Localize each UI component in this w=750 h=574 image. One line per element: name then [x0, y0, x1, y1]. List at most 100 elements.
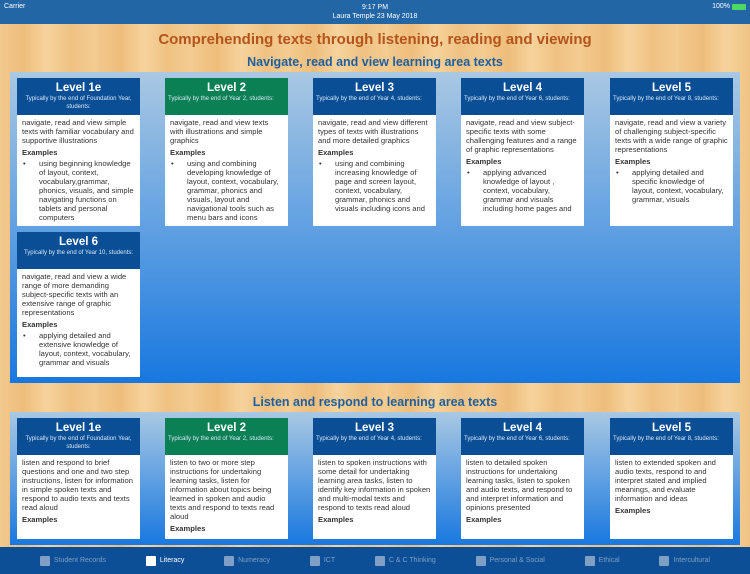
level-header: Level 2 Typically by the end of Year 2, …: [165, 78, 288, 115]
level-body: navigate, read and view different types …: [313, 115, 436, 217]
gears-icon: [374, 555, 385, 566]
examples-label: Examples: [22, 320, 58, 329]
examples-label: Examples: [318, 148, 354, 157]
examples-label: Examples: [22, 148, 58, 157]
level-body: listen and respond to brief questions an…: [17, 455, 140, 530]
level-title: Level 5: [652, 82, 691, 94]
level-card[interactable]: Level 1e Typically by the end of Foundat…: [17, 78, 140, 226]
level-body: navigate, read and view subject-specific…: [461, 115, 584, 217]
calculator-icon: [224, 555, 235, 566]
level-card[interactable]: Level 5 Typically by the end of Year 8, …: [610, 418, 733, 539]
level-typical: Typically by the end of Year 8, students…: [613, 436, 719, 442]
level-description: navigate, read and view different types …: [318, 118, 428, 145]
level-card[interactable]: Level 2 Typically by the end of Year 2, …: [165, 418, 288, 539]
tab-c-c-thinking[interactable]: C & C Thinking: [374, 555, 436, 566]
examples-list: using beginning knowledge of layout, con…: [22, 159, 135, 222]
level-header: Level 3 Typically by the end of Year 4, …: [313, 418, 436, 455]
level-header: Level 3 Typically by the end of Year 4, …: [313, 78, 436, 115]
example-item: using and combining developing knowledge…: [170, 159, 283, 222]
level-title: Level 3: [355, 82, 394, 94]
tab-ict[interactable]: ICT: [309, 555, 336, 566]
example-item: using and combining increasing knowledge…: [318, 159, 431, 213]
example-item: applying detailed and specific knowledge…: [615, 168, 728, 204]
level-description: navigate, read and view subject-specific…: [466, 118, 577, 154]
tab-label: Personal & Social: [489, 557, 545, 564]
example-item: applying advanced knowledge of layout , …: [466, 168, 579, 213]
level-typical: Typically by the end of Year 4, students…: [316, 436, 422, 442]
level-body: listen to two or more step instructions …: [165, 455, 288, 539]
carrier: Carrier: [4, 3, 26, 10]
level-typical: Typically by the end of Year 2, students…: [168, 436, 274, 442]
level-card[interactable]: Level 3 Typically by the end of Year 4, …: [313, 78, 436, 226]
examples-list: applying detailed and specific knowledge…: [615, 168, 728, 204]
examples-label: Examples: [466, 157, 502, 166]
book-icon: [145, 555, 156, 566]
examples-label: Examples: [170, 524, 206, 533]
level-header: Level 1e Typically by the end of Foundat…: [17, 418, 140, 455]
level-card[interactable]: Level 4 Typically by the end of Year 6, …: [461, 418, 584, 539]
tab-literacy[interactable]: Literacy: [145, 555, 185, 566]
tab-intercultural[interactable]: Intercultural: [659, 555, 711, 566]
tab-student-records[interactable]: Student Records: [39, 555, 107, 566]
level-card[interactable]: Level 5 Typically by the end of Year 8, …: [610, 78, 733, 226]
level-body: listen to extended spoken and audio text…: [610, 455, 733, 521]
tab-numeracy[interactable]: Numeracy: [224, 555, 271, 566]
globe-icon: [659, 555, 670, 566]
tab-label: Intercultural: [673, 557, 711, 564]
examples-list: using and combining developing knowledge…: [170, 159, 283, 222]
example-item: applying detailed and extensive knowledg…: [22, 331, 135, 367]
level-card[interactable]: Level 2 Typically by the end of Year 2, …: [165, 78, 288, 226]
level-header: Level 5 Typically by the end of Year 8, …: [610, 418, 733, 455]
example-item: using beginning knowledge of layout, con…: [22, 159, 135, 222]
level-typical: Typically by the end of Year 6, students…: [464, 96, 570, 102]
battery-percent: 100%: [712, 3, 730, 10]
monitor-icon: [309, 555, 320, 566]
level-typical: Typically by the end of Year 2, students…: [168, 96, 274, 102]
level-header: Level 5 Typically by the end of Year 8, …: [610, 78, 733, 115]
tab-label: ICT: [323, 557, 336, 564]
level-card[interactable]: Level 3 Typically by the end of Year 4, …: [313, 418, 436, 539]
level-typical: Typically by the end of Year 8, students…: [613, 96, 719, 102]
level-title: Level 1e: [55, 82, 102, 94]
level-title: Level 2: [207, 82, 246, 94]
tab-label: Numeracy: [238, 557, 271, 564]
level-card[interactable]: Level 6 Typically by the end of Year 10,…: [17, 232, 140, 377]
level-body: navigate, read and view a wide range of …: [17, 269, 140, 371]
level-typical: Typically by the end of Foundation Year,…: [25, 96, 132, 110]
level-description: listen to spoken instructions with some …: [318, 458, 431, 512]
level-description: listen to two or more step instructions …: [170, 458, 275, 521]
id-card-icon: [39, 555, 50, 566]
level-panel: Level 1e Typically by the end of Foundat…: [10, 412, 740, 545]
level-card[interactable]: Level 4 Typically by the end of Year 6, …: [461, 78, 584, 226]
section-heading: Navigate, read and view learning area te…: [247, 55, 503, 69]
examples-label: Examples: [318, 515, 354, 524]
tab-label: Ethical: [598, 557, 620, 564]
examples-list: using and combining increasing knowledge…: [318, 159, 431, 213]
user-date: Laura Temple 23 May 2018: [332, 13, 418, 20]
level-header: Level 4 Typically by the end of Year 6, …: [461, 418, 584, 455]
level-typical: Typically by the end of Foundation Year,…: [25, 436, 132, 450]
tab-label: Literacy: [159, 557, 185, 564]
level-header: Level 1e Typically by the end of Foundat…: [17, 78, 140, 115]
page-title: Comprehending texts through listening, r…: [158, 31, 592, 48]
level-description: navigate, read and view simple texts wit…: [22, 118, 134, 145]
people-icon: [475, 555, 486, 566]
scales-icon: [584, 555, 595, 566]
level-typical: Typically by the end of Year 6, students…: [464, 436, 570, 442]
level-typical: Typically by the end of Year 10, student…: [23, 250, 134, 256]
level-title: Level 4: [503, 422, 542, 434]
level-header: Level 4 Typically by the end of Year 6, …: [461, 78, 584, 115]
examples-label: Examples: [466, 515, 502, 524]
level-card[interactable]: Level 1e Typically by the end of Foundat…: [17, 418, 140, 539]
level-body: navigate, read and view simple texts wit…: [17, 115, 140, 226]
level-body: navigate, read and view texts with illus…: [165, 115, 288, 226]
tab-personal-social[interactable]: Personal & Social: [475, 555, 545, 566]
level-typical: Typically by the end of Year 4, students…: [316, 96, 422, 102]
level-description: listen and respond to brief questions an…: [22, 458, 133, 512]
level-panel: Level 1e Typically by the end of Foundat…: [10, 72, 740, 383]
examples-list: applying advanced knowledge of layout , …: [466, 168, 579, 213]
tab-label: Student Records: [53, 557, 107, 564]
tab-bar: Student Records Literacy Numeracy ICT C & C …: [0, 547, 750, 574]
level-body: listen to detailed spoken instructions f…: [461, 455, 584, 530]
tab-ethical[interactable]: Ethical: [584, 555, 620, 566]
